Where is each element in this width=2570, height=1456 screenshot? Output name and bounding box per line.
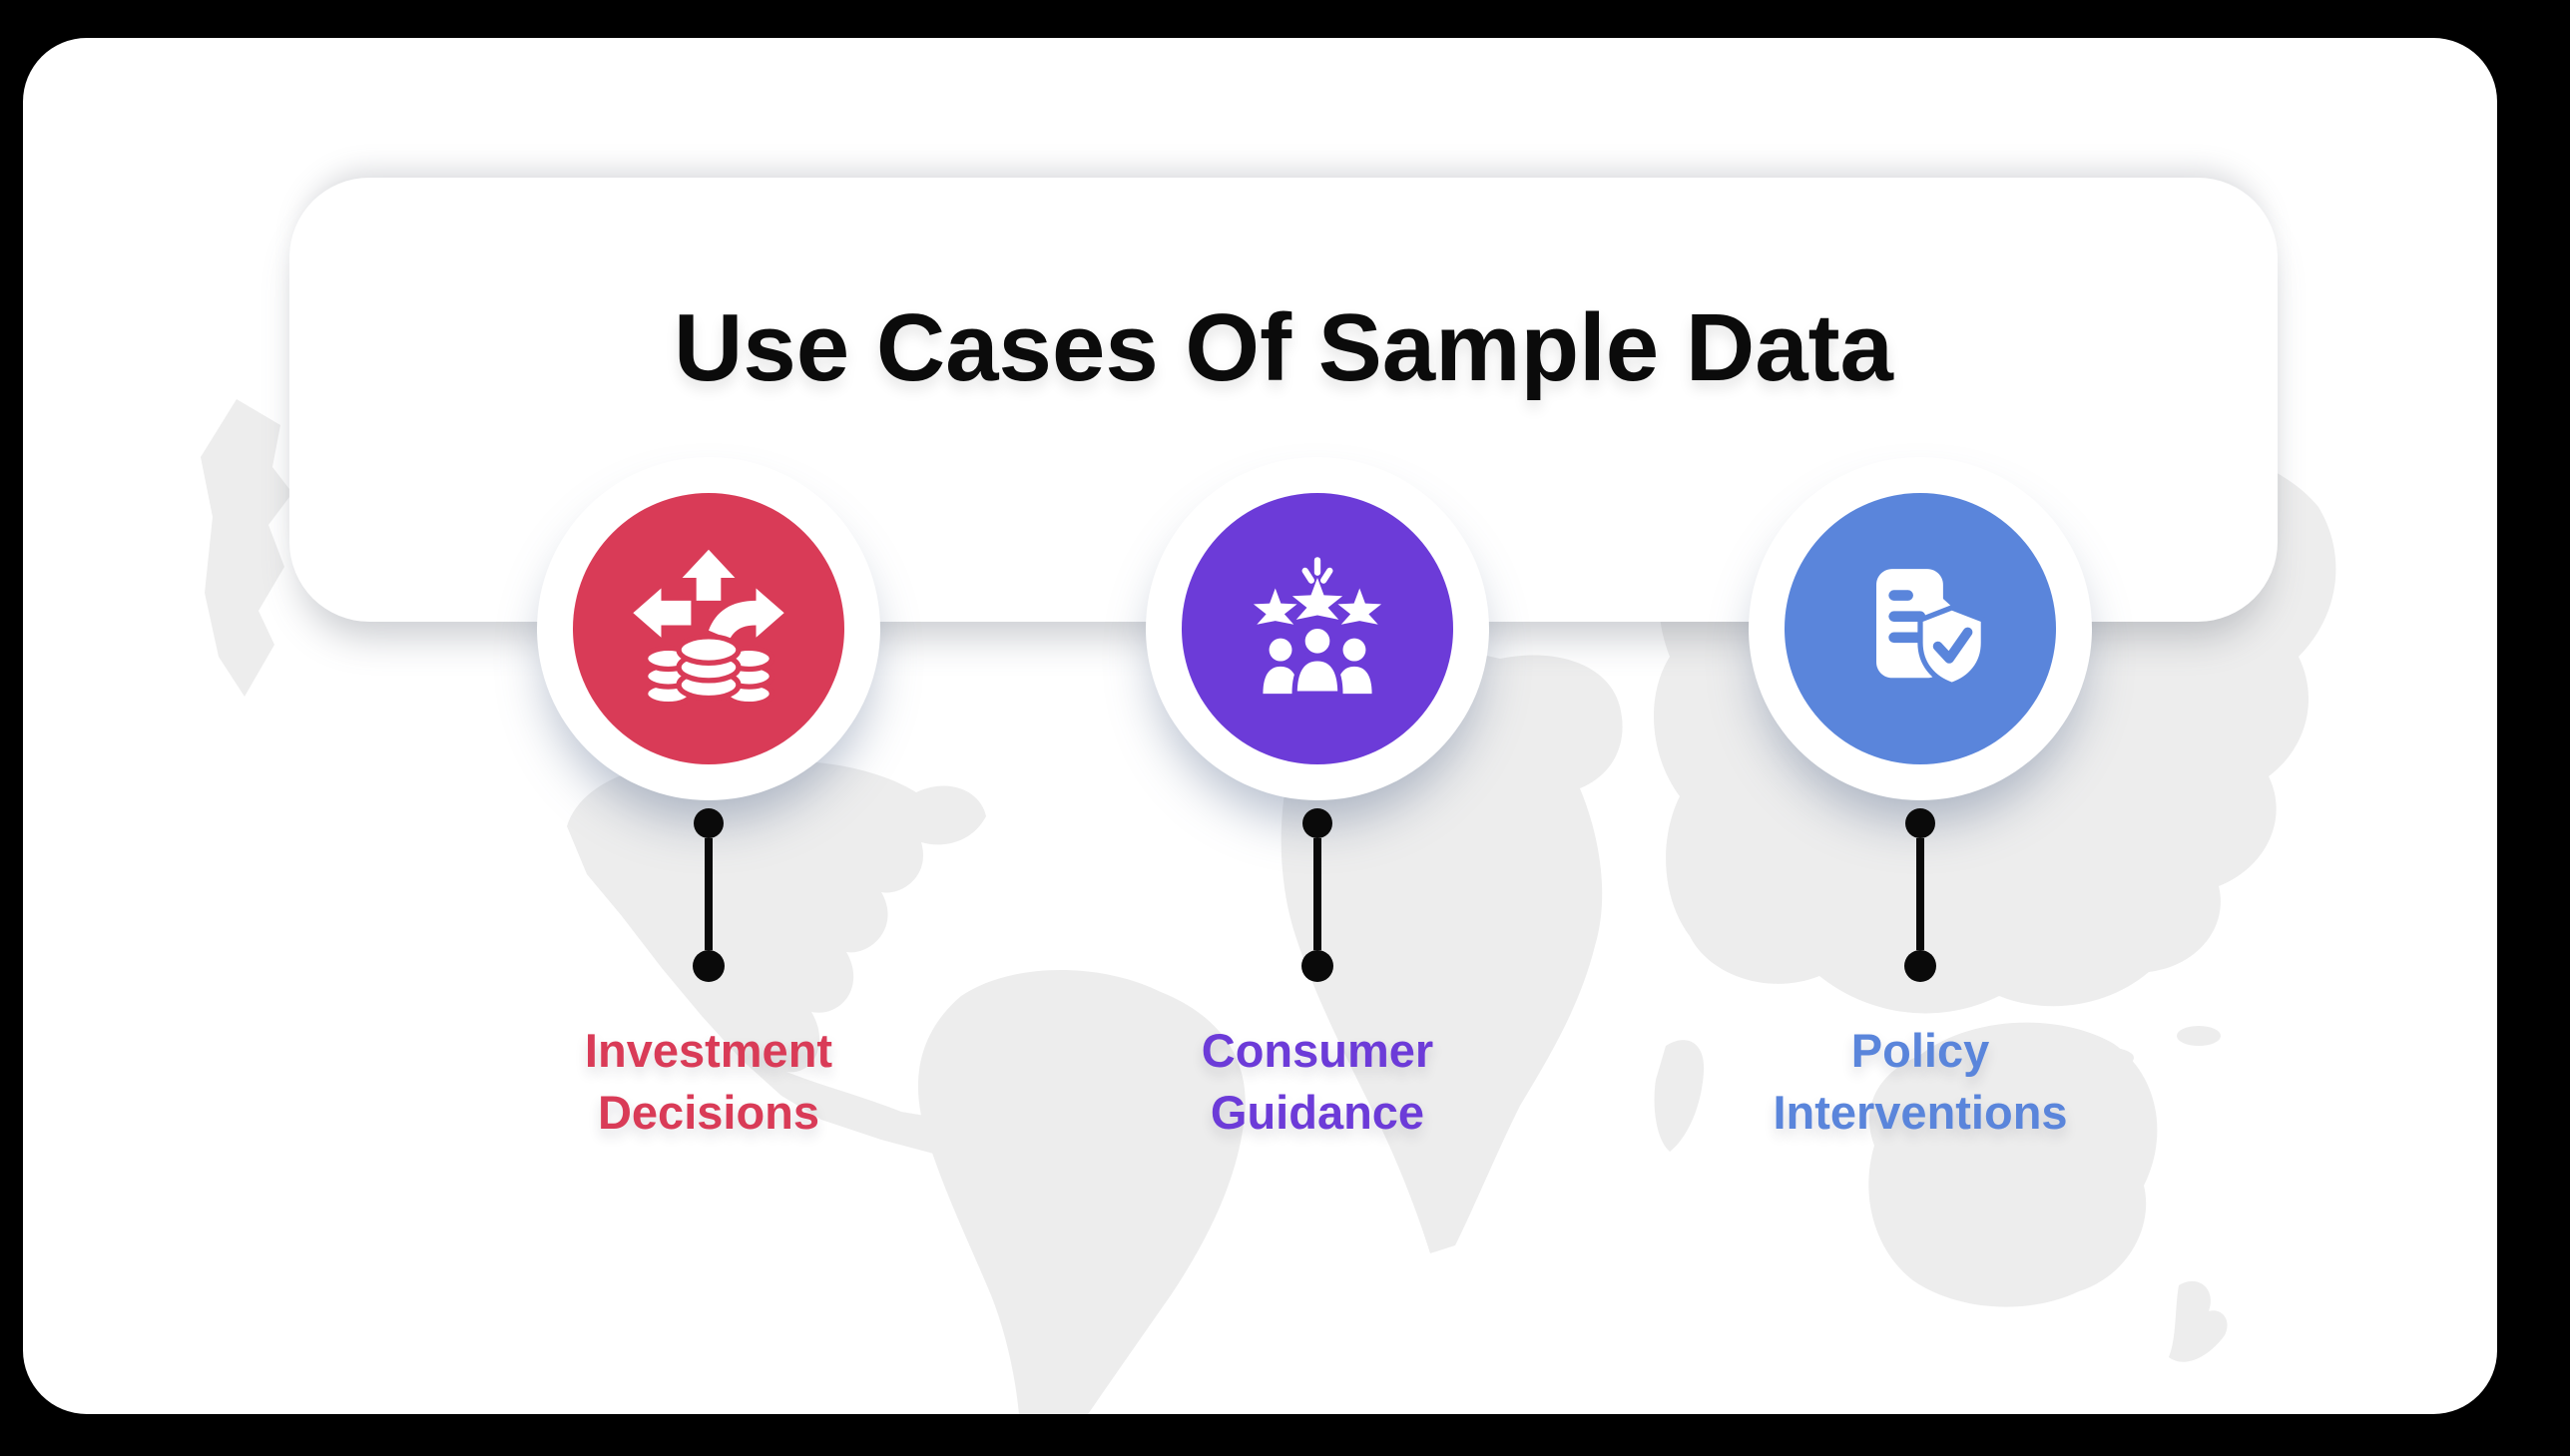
connector-dot-bottom: [1301, 950, 1333, 982]
connector-dot-top: [1302, 808, 1332, 838]
policy-document-shield-icon: [1876, 569, 1986, 689]
connector-dot-top: [694, 808, 724, 838]
connector-dot-bottom: [1904, 950, 1936, 982]
badge-ring: [537, 457, 880, 800]
slide-card: Use Cases Of Sample Data: [23, 38, 2497, 1414]
badge-circle-investment: [573, 493, 844, 764]
connector-line: [1313, 838, 1321, 950]
consumer-rating-stars-icon: [1253, 557, 1382, 697]
use-case-label-policy: Policy Interventions: [1773, 1024, 2068, 1139]
page-title: Use Cases Of Sample Data: [674, 294, 1893, 401]
use-case-item-policy: Policy Interventions: [1611, 457, 2230, 1144]
connector-dot-bottom: [693, 950, 725, 982]
connector: [1904, 808, 1936, 982]
badge-circle-policy: [1785, 493, 2056, 764]
connector-line: [1916, 838, 1924, 950]
use-case-item-consumer: Consumer Guidance: [1008, 457, 1627, 1144]
connector-line: [705, 838, 713, 950]
use-case-item-investment: Investment Decisions: [399, 457, 1018, 1144]
connector: [693, 808, 725, 982]
connector: [1301, 808, 1333, 982]
badge-circle-consumer: [1182, 493, 1453, 764]
connector-dot-top: [1905, 808, 1935, 838]
use-case-label-investment: Investment Decisions: [584, 1024, 833, 1139]
use-case-label-consumer: Consumer Guidance: [1201, 1024, 1434, 1139]
badge-ring: [1749, 457, 2092, 800]
badge-ring: [1146, 457, 1489, 800]
investment-arrows-coins-icon: [633, 549, 784, 708]
